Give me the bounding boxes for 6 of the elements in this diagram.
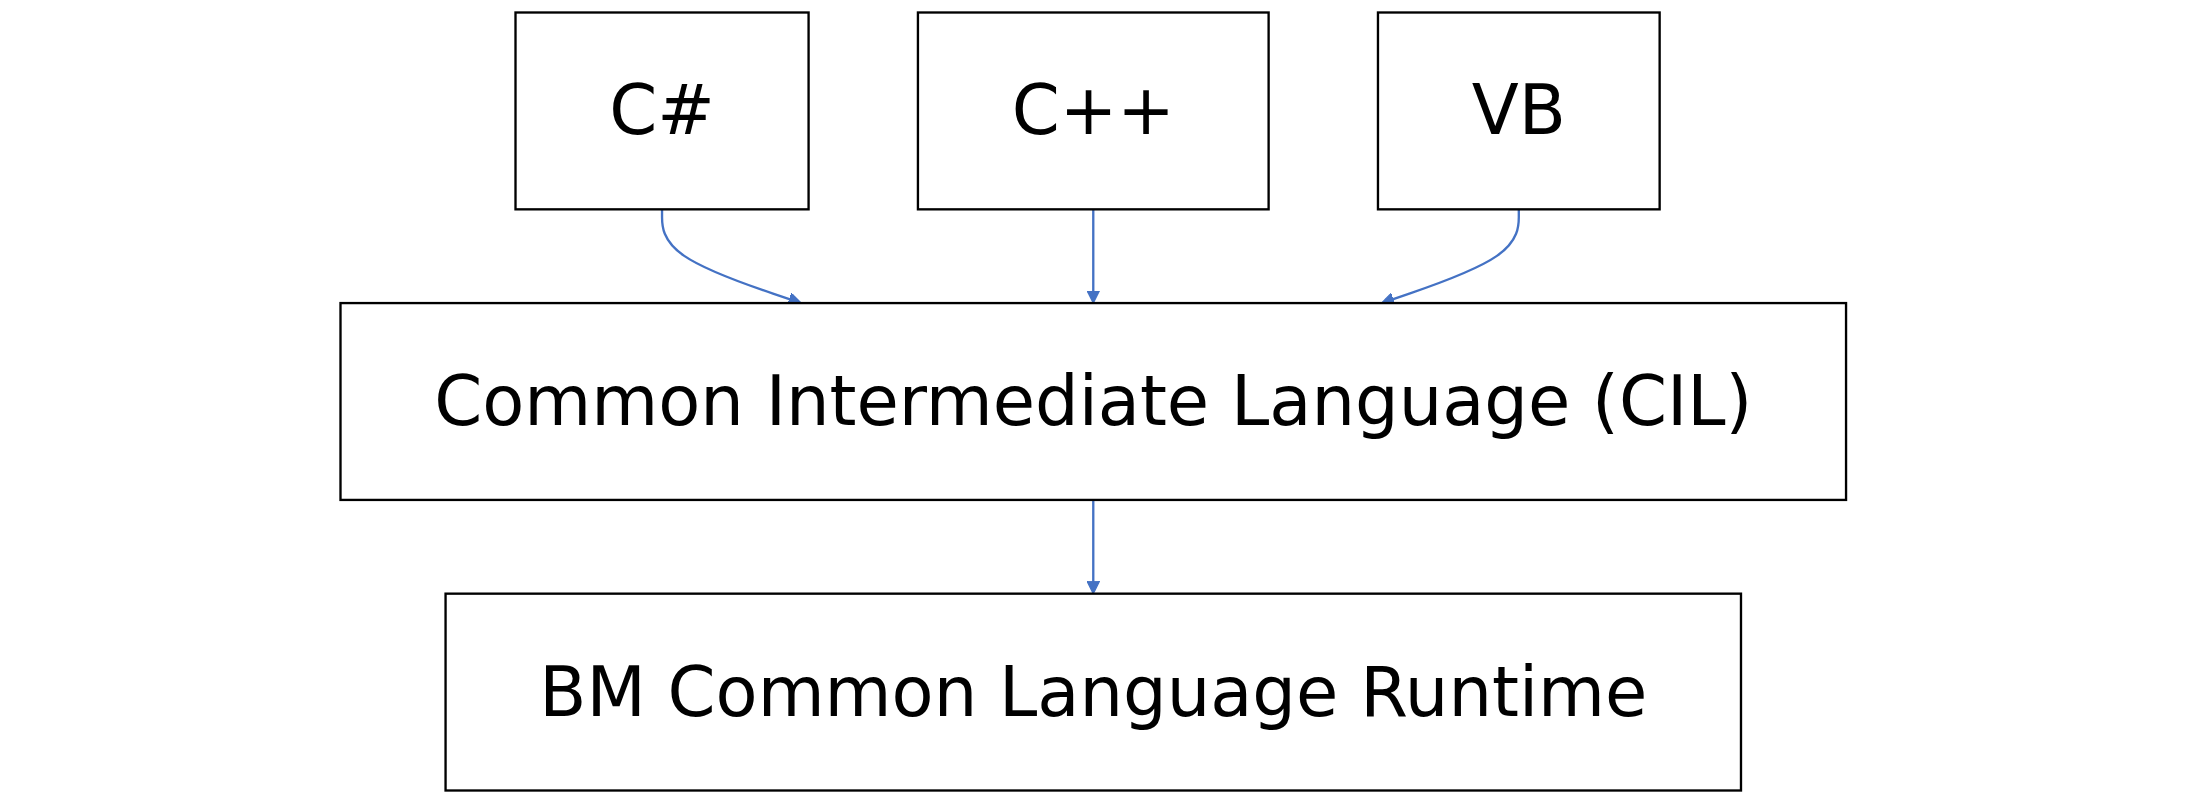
- node-box: C++: [917, 11, 1270, 211]
- node-box: VB: [1377, 11, 1662, 211]
- arrow: [1086, 209, 1101, 304]
- node-box: BM Common Language Runtime: [444, 592, 1743, 792]
- node-box: Common Intermediate Language (CIL): [339, 301, 1848, 502]
- node-box: C#: [514, 11, 810, 211]
